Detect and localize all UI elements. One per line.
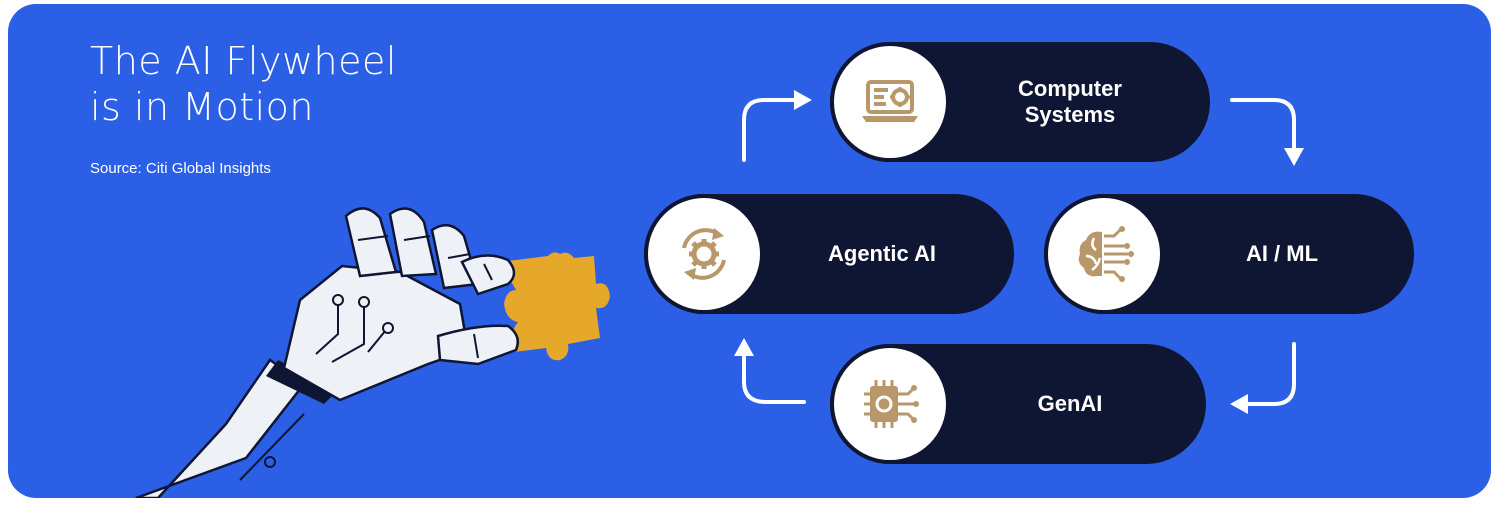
node-icon-circle — [830, 344, 950, 464]
robot-hand-illustration — [135, 207, 610, 498]
node-ai-ml: AI / ML — [1044, 194, 1414, 314]
cycle-gear-icon — [682, 228, 726, 280]
node-genai: GenAI — [830, 344, 1206, 464]
node-label: Computer Systems — [1018, 76, 1122, 127]
puzzle-piece-icon — [500, 252, 610, 361]
flow-arrows — [734, 90, 1304, 414]
arrowhead-icon — [1230, 394, 1248, 414]
arrow-computer-to-aiml — [1230, 98, 1296, 150]
page-title: The AI Flywheel is in Motion — [90, 39, 397, 129]
arrow-genai-to-agentic — [742, 354, 806, 404]
node-icon-circle — [1044, 194, 1164, 314]
node-label: Agentic AI — [828, 241, 936, 266]
node-icon-circle — [830, 42, 950, 162]
node-agentic-ai: Agentic AI — [644, 194, 1014, 314]
source-note: Source: Citi Global Insights — [90, 160, 271, 177]
arrowhead-icon — [734, 338, 754, 356]
node-label: GenAI — [1037, 391, 1103, 416]
arrowhead-icon — [1284, 148, 1304, 166]
laptop-gear-icon — [862, 80, 918, 122]
arrow-aiml-to-genai — [1246, 342, 1296, 406]
arrowhead-icon — [794, 90, 812, 110]
flywheel-card: The AI Flywheel is in Motion Source: Cit… — [8, 4, 1491, 498]
node-icon-circle — [644, 194, 764, 314]
chip-gear-icon — [864, 380, 919, 428]
arrow-agentic-to-computer — [742, 98, 796, 162]
brain-circuit-icon — [1078, 226, 1134, 282]
node-label: AI / ML — [1245, 241, 1319, 266]
node-computer-systems: Computer Systems — [830, 42, 1210, 162]
